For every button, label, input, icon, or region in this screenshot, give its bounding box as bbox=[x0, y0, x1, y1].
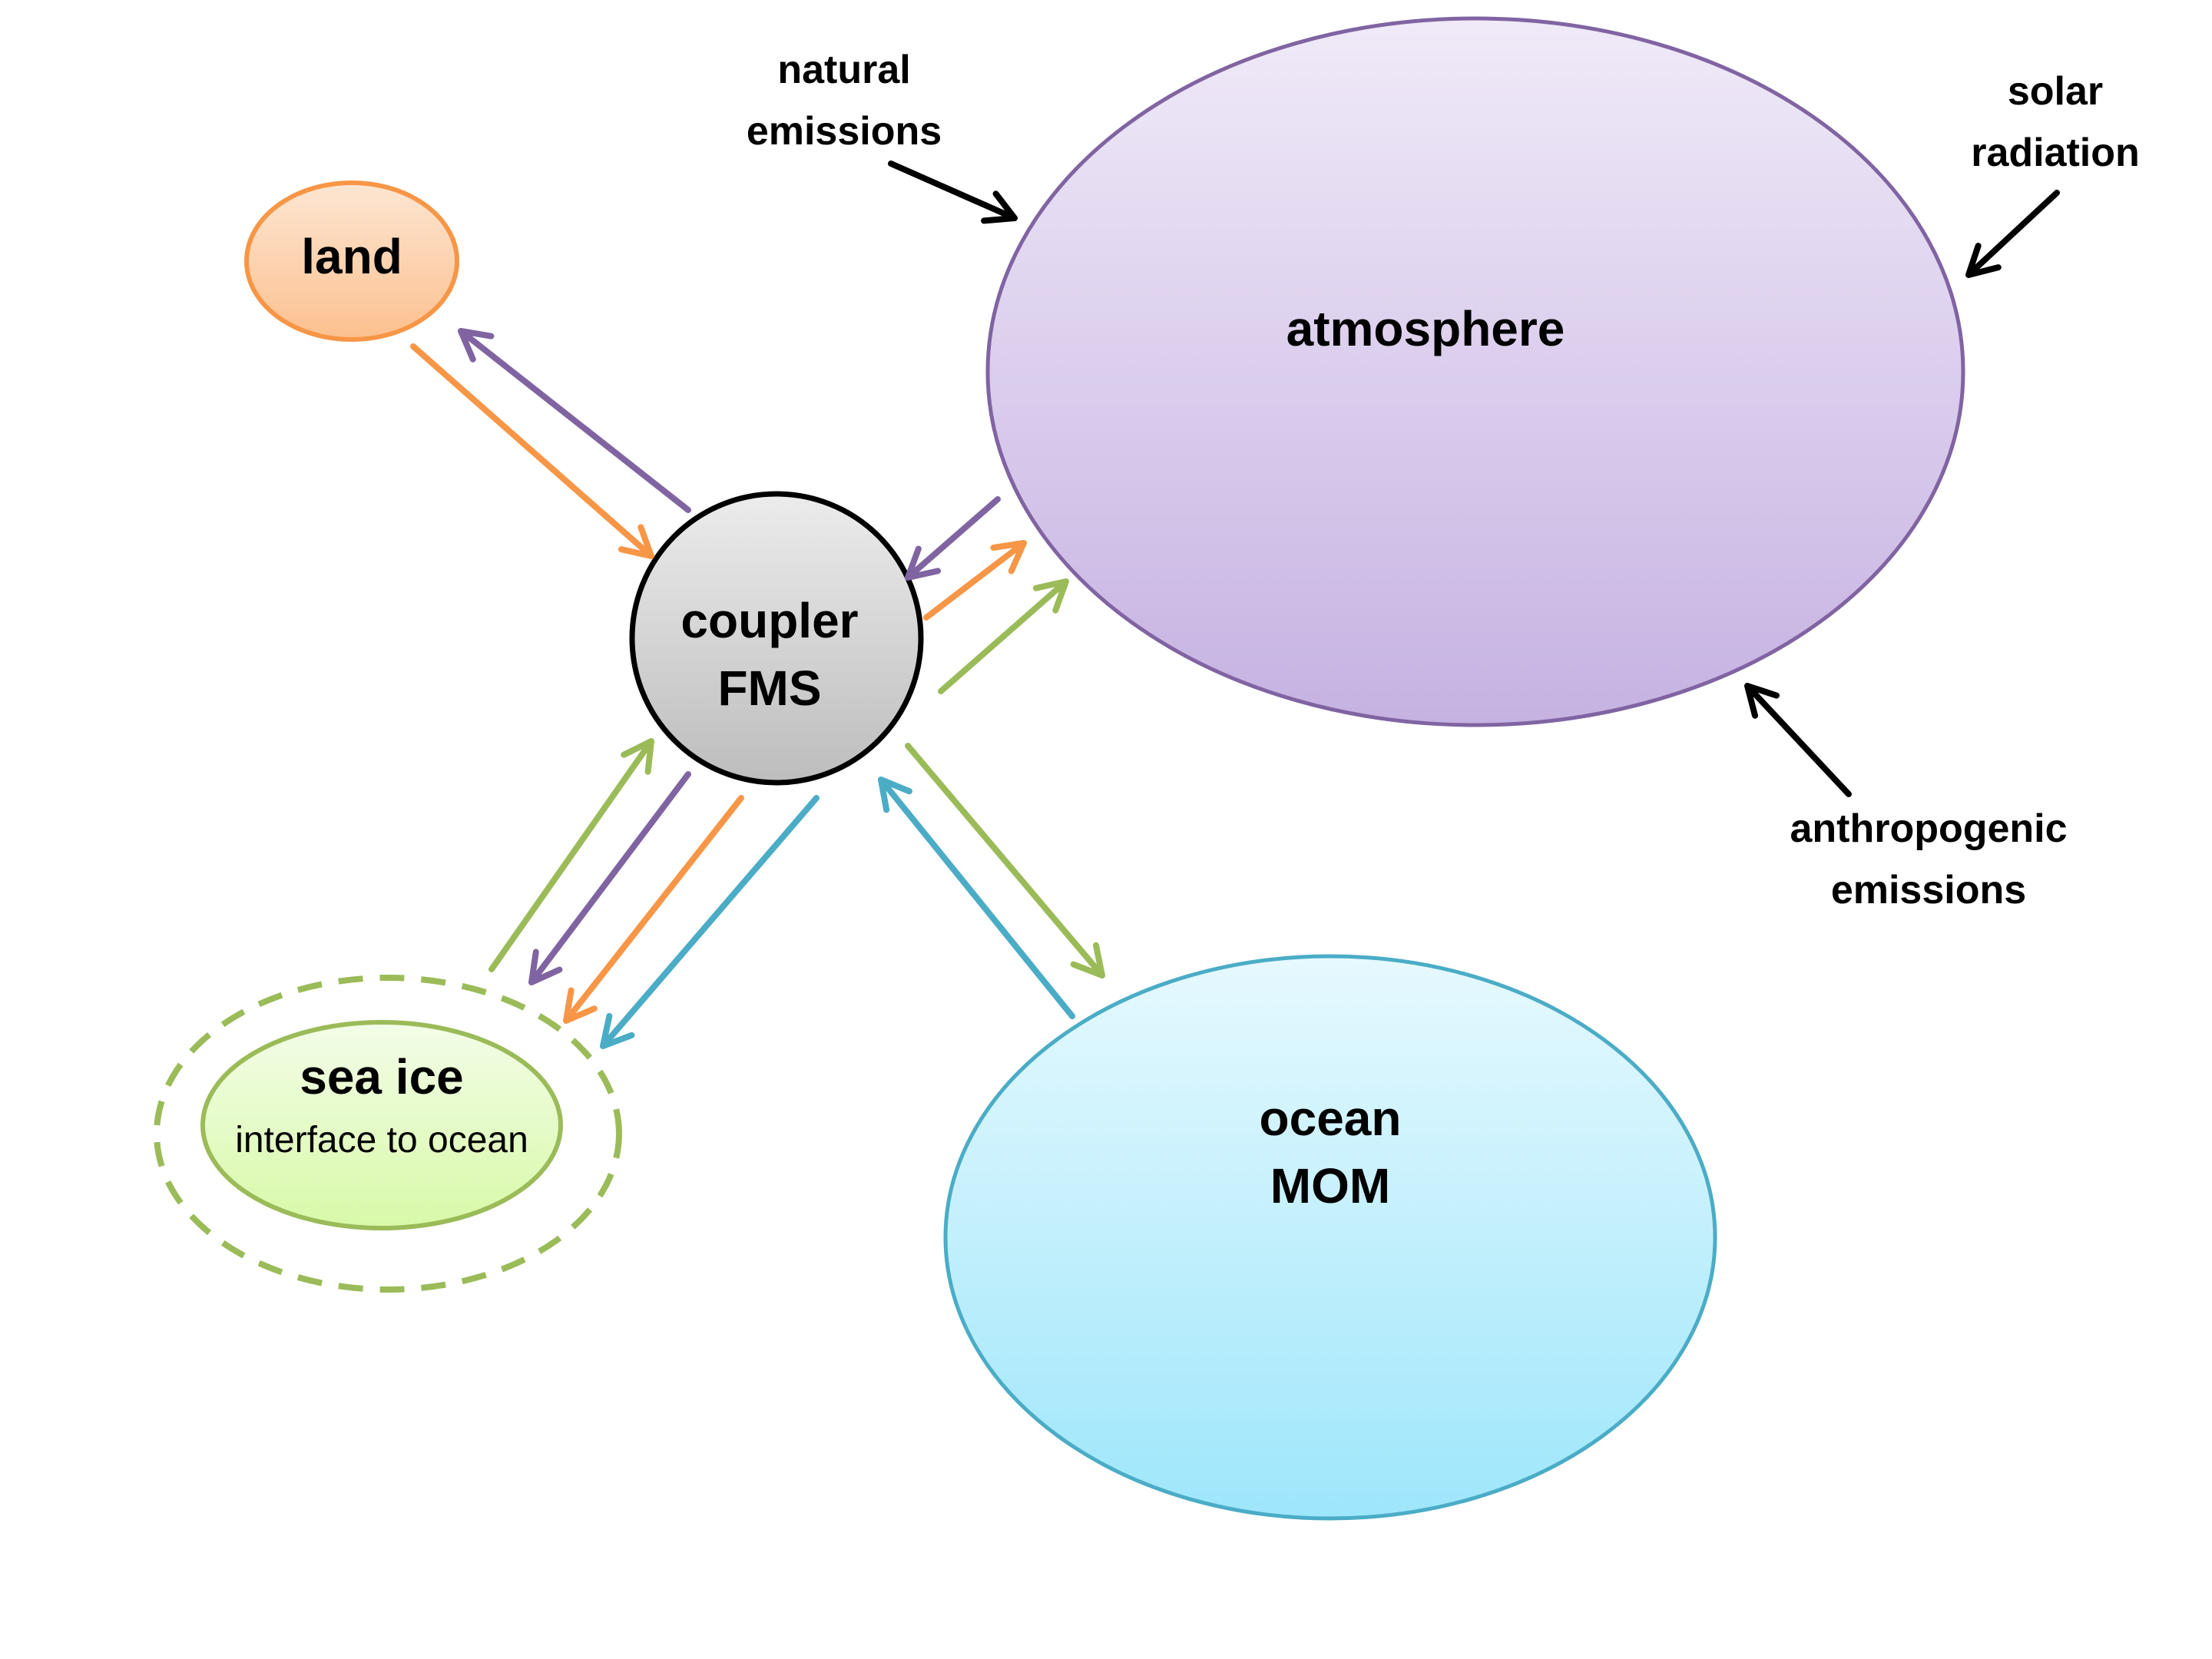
ocean-ellipse bbox=[943, 954, 1717, 1521]
natural-emissions-line2: emissions bbox=[747, 109, 942, 154]
sea-ice-ellipse bbox=[200, 1020, 563, 1230]
anthropogenic-emissions-annotation: anthropogenic emissions bbox=[1790, 806, 2067, 912]
sea-ice-label: sea ice bbox=[300, 1049, 464, 1104]
land-node: land bbox=[244, 180, 459, 342]
solar-radiation-line2: radiation bbox=[1971, 131, 2140, 175]
arrow-coupler-to-atmosphere-green bbox=[938, 578, 1069, 694]
anthropogenic-emissions-line1: anthropogenic bbox=[1790, 806, 2067, 851]
sea-ice-node: sea ice interface to ocean bbox=[154, 975, 622, 1293]
atmosphere-ellipse bbox=[985, 16, 1965, 727]
arrow-coupler-to-sea-ice-cyan bbox=[600, 795, 820, 1049]
anthropogenic-emissions-line2: emissions bbox=[1831, 868, 2026, 912]
coupler-ellipse bbox=[629, 491, 924, 786]
ocean-node: ocean MOM bbox=[943, 954, 1717, 1521]
arrow-solar-radiation-to-atmosphere-black bbox=[1965, 190, 2060, 278]
land-ellipse bbox=[244, 180, 459, 342]
arrow-ocean-to-coupler-cyan bbox=[878, 777, 1075, 1019]
ocean-label: ocean bbox=[1260, 1091, 1402, 1146]
arrow-coupler-to-sea-ice-purple bbox=[528, 771, 691, 985]
land-label: land bbox=[301, 229, 402, 284]
natural-emissions-line1: natural bbox=[777, 48, 910, 92]
atmosphere-label: atmosphere bbox=[1286, 301, 1565, 356]
coupler-fms-label: FMS bbox=[717, 661, 821, 716]
sea-ice-dashed-boundary bbox=[154, 975, 622, 1293]
coupler-node: coupler FMS bbox=[629, 491, 924, 786]
arrow-atmosphere-to-coupler-purple bbox=[905, 496, 1001, 581]
arrow-natural-emissions-to-atmosphere-black bbox=[888, 161, 1018, 224]
natural-emissions-annotation: natural emissions bbox=[747, 48, 942, 154]
ocean-model-label: MOM bbox=[1270, 1158, 1390, 1214]
solar-radiation-line1: solar bbox=[2008, 69, 2103, 114]
solar-radiation-annotation: solar radiation bbox=[1971, 69, 2140, 175]
atmosphere-node: atmosphere bbox=[985, 16, 1965, 727]
arrow-sea-ice-to-coupler-green bbox=[488, 738, 654, 972]
arrow-land-to-coupler-orange bbox=[410, 343, 654, 559]
sea-ice-sublabel: interface to ocean bbox=[235, 1120, 528, 1161]
coupler-label: coupler bbox=[680, 593, 858, 648]
arrow-coupler-to-ocean-green bbox=[905, 743, 1105, 979]
arrow-coupler-to-land-purple bbox=[458, 328, 691, 513]
arrow-coupler-to-atmosphere-orange bbox=[923, 540, 1027, 621]
flow-arrows bbox=[410, 161, 2060, 1049]
arrow-coupler-to-sea-ice-orange bbox=[563, 795, 744, 1024]
arrow-anthropogenic-emissions-to-atmosphere-black bbox=[1744, 683, 1852, 797]
